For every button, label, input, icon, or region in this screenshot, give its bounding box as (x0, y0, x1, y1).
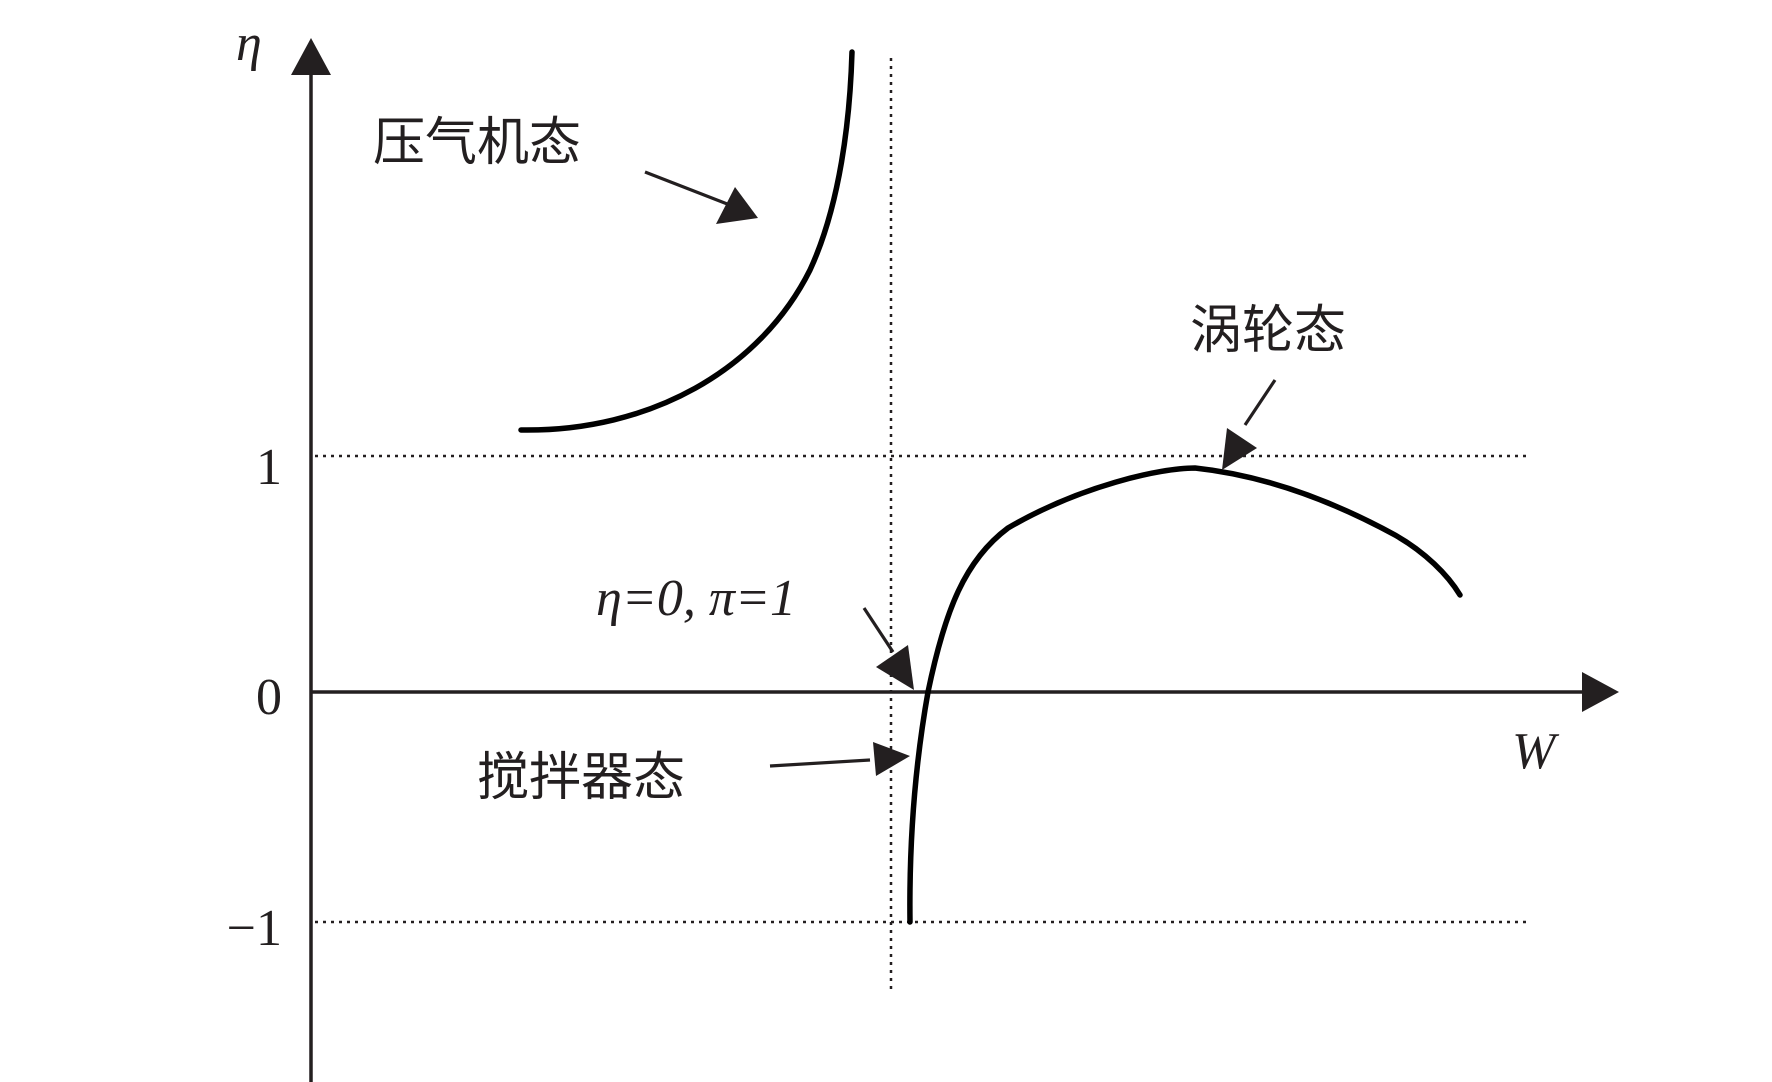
x-axis-label: W (1512, 723, 1560, 780)
turbine-arrowhead (1222, 428, 1257, 470)
x-axis-arrowhead (1582, 672, 1619, 712)
y-tick-minus-1: −1 (227, 900, 282, 957)
y-axis-arrowhead (291, 38, 331, 75)
compressor-leader (644, 170, 736, 209)
zero-point-leader (862, 607, 895, 653)
stirrer-curve (907, 689, 931, 925)
stirrer-label: 搅拌器态 (477, 748, 685, 808)
y-axis-label: η (236, 15, 262, 72)
zero-point-label: η=0, π=1 (596, 570, 796, 627)
turbine-leader (1243, 379, 1277, 426)
zero-point-arrowhead (876, 645, 914, 690)
compressor-arrowhead (716, 187, 758, 224)
turbine-curve (925, 465, 1463, 695)
y-tick-1: 1 (256, 439, 282, 496)
turbine-label: 涡轮态 (1190, 301, 1346, 361)
compressor-label: 压气机态 (373, 113, 581, 173)
compressor-curve (518, 49, 855, 433)
stirrer-arrowhead (873, 742, 910, 776)
stirrer-leader (769, 758, 871, 768)
y-tick-0: 0 (256, 669, 282, 726)
